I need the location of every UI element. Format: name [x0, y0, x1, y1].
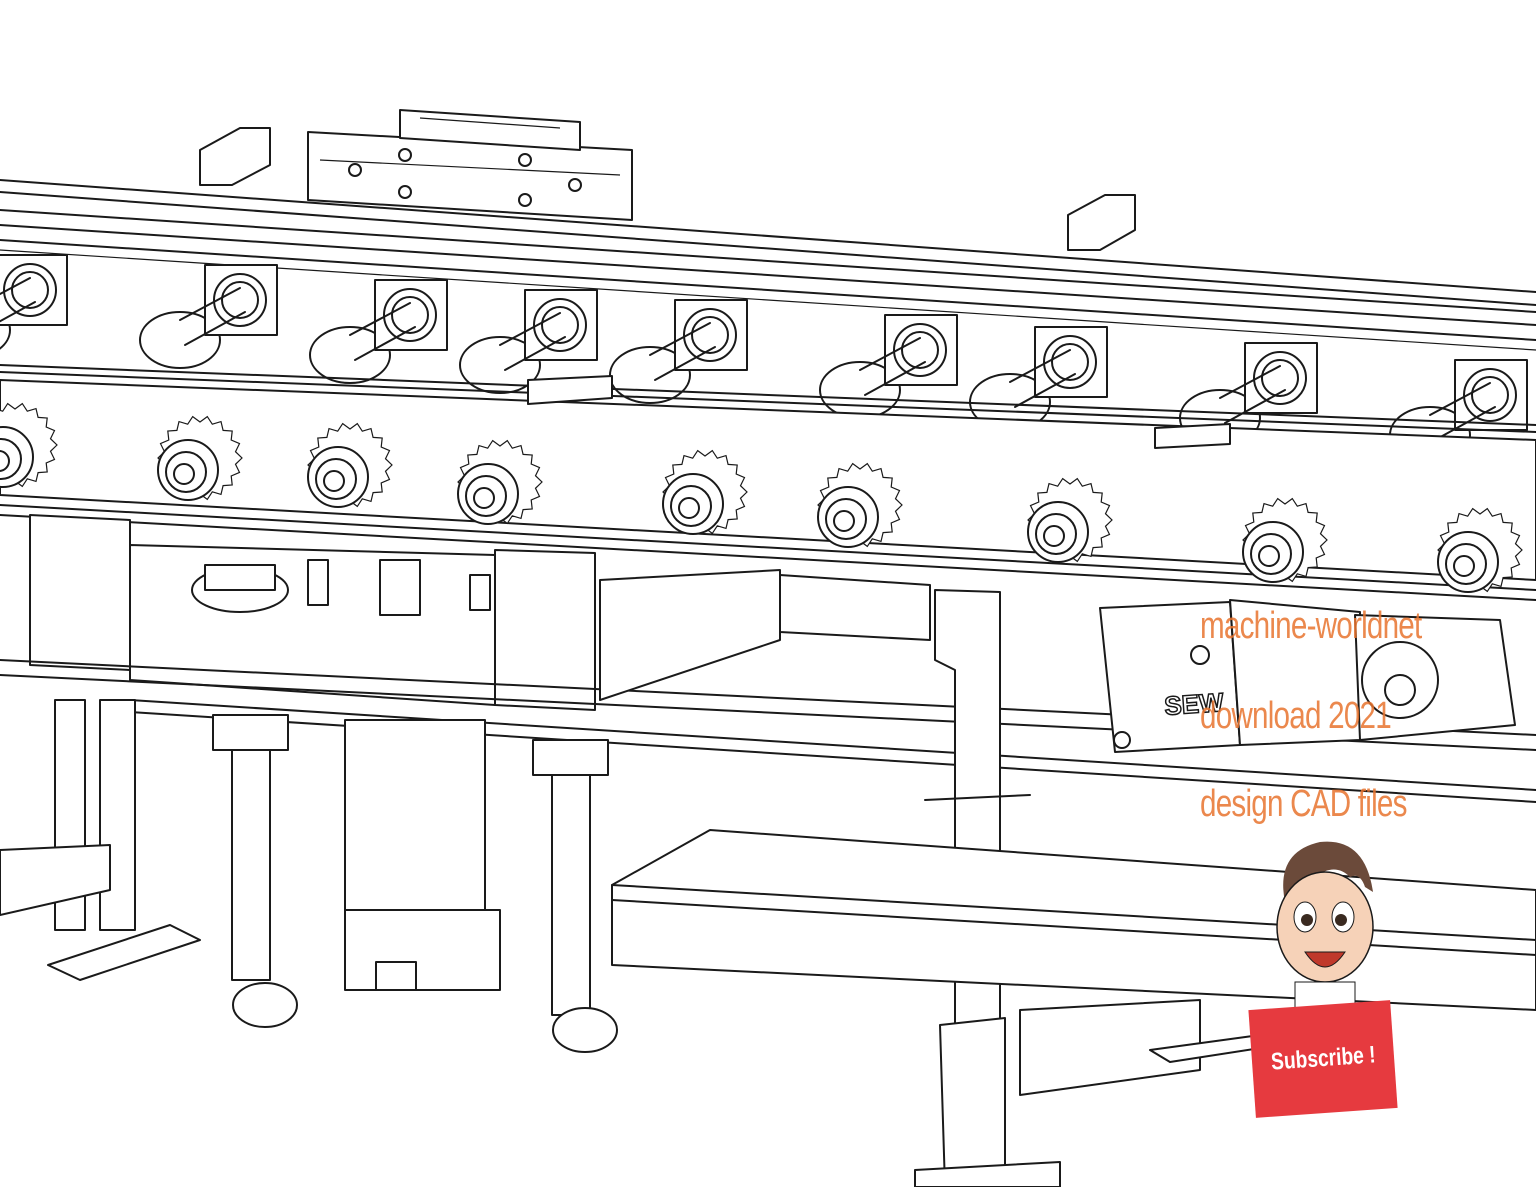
sprocket-6: [817, 462, 903, 548]
top-cylinder-bracket: [199, 109, 1136, 251]
sprocket-7: [1027, 477, 1113, 563]
roller-4: [459, 289, 598, 394]
sprocket-8: [1242, 497, 1328, 583]
sprocket-9: [1437, 507, 1523, 593]
sprocket-row: [0, 402, 1523, 593]
cartoon-boy-icon: [1276, 841, 1374, 1017]
sprocket-5: [662, 449, 748, 535]
subscribe-label: Subscribe !: [1269, 1041, 1377, 1076]
roller-1: [0, 254, 68, 350]
roller-6: [819, 314, 958, 419]
motor-label: SEW: [1163, 687, 1225, 721]
sprocket-2: [157, 415, 243, 501]
roller-7: [969, 326, 1108, 431]
roller-2: [139, 264, 278, 369]
gear-motor: SEW: [1099, 599, 1516, 753]
sprocket-4: [457, 439, 543, 525]
roller-row: [0, 254, 1528, 464]
sprocket-3: [307, 422, 393, 508]
watermark-line-3: design CAD files: [1200, 783, 1407, 825]
sprocket-plate: [0, 364, 1536, 601]
sprocket-1: [0, 402, 58, 488]
bottom-beam: [611, 829, 1536, 1096]
roller-5: [609, 299, 748, 404]
roller-3: [309, 279, 448, 384]
watermark-line-2: download 2021: [1200, 695, 1392, 737]
subscribe-button[interactable]: Subscribe !: [1248, 1000, 1398, 1118]
upper-rails: [0, 179, 1536, 351]
watermark-line-1: machine-worldnet: [1200, 605, 1422, 647]
